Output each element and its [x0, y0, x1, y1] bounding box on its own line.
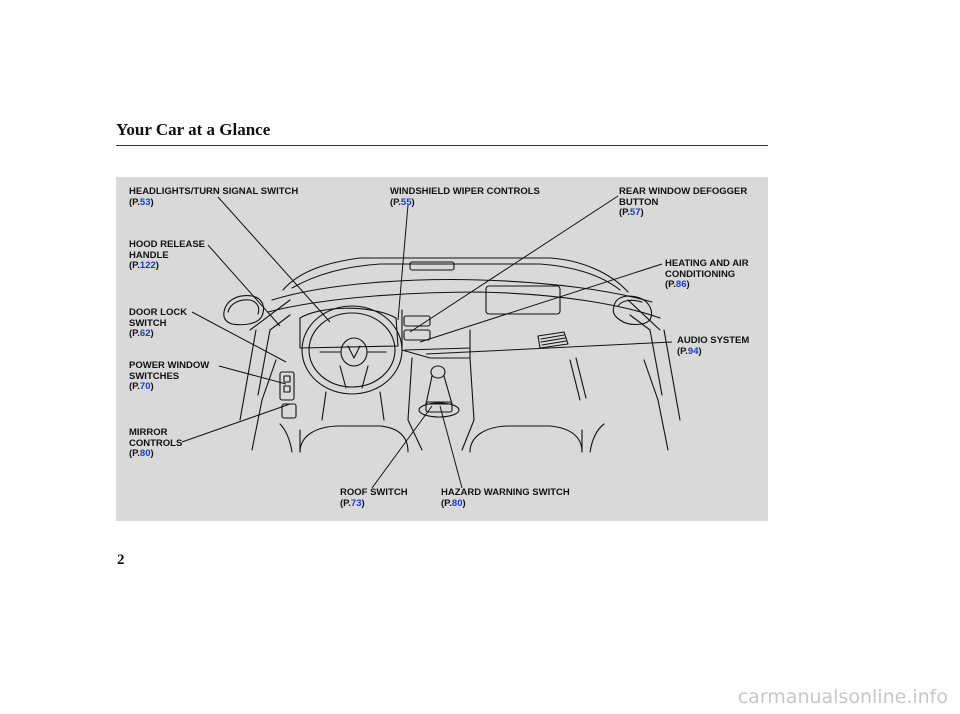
ref-prefix: (P.: [340, 498, 351, 509]
ref-prefix: (P.: [129, 448, 140, 459]
ref-suffix: ): [151, 197, 154, 208]
ref-prefix: (P.: [129, 381, 140, 392]
passenger-seat: [470, 426, 582, 452]
callout-hood-release: HOOD RELEASE HANDLE (P.122): [129, 240, 205, 272]
steering-wheel: [302, 306, 402, 394]
ref-suffix: ): [687, 279, 690, 290]
ref-prefix: (P.: [129, 328, 140, 339]
ref-suffix: ): [641, 207, 644, 218]
page-link-defogger[interactable]: 57: [630, 207, 641, 218]
callout-hood-label-1: HOOD RELEASE: [129, 240, 205, 251]
leader-door-lock: [192, 312, 286, 362]
page-number: 2: [117, 552, 125, 569]
ref-suffix: ): [156, 260, 159, 271]
page-link-roof[interactable]: 73: [351, 498, 362, 509]
callout-door-lock: DOOR LOCK SWITCH (P.62): [129, 308, 187, 340]
page-link-hazard[interactable]: 80: [452, 498, 463, 509]
callout-hazard: HAZARD WARNING SWITCH (P.80): [441, 488, 570, 509]
leader-hazard: [440, 406, 462, 488]
center-stack: [402, 310, 470, 358]
page-link-audio[interactable]: 94: [688, 346, 699, 357]
leader-roof: [372, 406, 432, 488]
callout-mirror: MIRROR CONTROLS (P.80): [129, 428, 182, 460]
page-link-hvac[interactable]: 86: [676, 279, 687, 290]
callout-hvac: HEATING AND AIR CONDITIONING (P.86): [665, 259, 749, 291]
ref-suffix: ): [151, 448, 154, 459]
callout-wiper: WINDSHIELD WIPER CONTROLS (P.55): [390, 187, 540, 208]
dashboard-top: [272, 280, 652, 302]
callout-power-window-label-1: POWER WINDOW: [129, 361, 209, 372]
ref-suffix: ): [362, 498, 365, 509]
callout-headlights: HEADLIGHTS/TURN SIGNAL SWITCH (P.53): [129, 187, 298, 208]
leader-hvac: [420, 264, 662, 342]
callout-audio: AUDIO SYSTEM (P.94): [677, 336, 749, 357]
leader-mirror: [182, 404, 290, 442]
page-link-mirror[interactable]: 80: [140, 448, 151, 459]
leader-power-window: [219, 366, 286, 384]
ref-prefix: (P.: [390, 197, 401, 208]
ref-prefix: (P.: [129, 260, 140, 271]
ref-prefix: (P.: [129, 197, 140, 208]
ref-prefix: (P.: [441, 498, 452, 509]
ref-suffix: ): [699, 346, 702, 357]
leader-wiper: [398, 205, 408, 320]
ref-suffix: ): [463, 498, 466, 509]
gear-shifter: [431, 366, 445, 378]
ref-prefix: (P.: [619, 207, 630, 218]
callout-defogger: REAR WINDOW DEFOGGER BUTTON (P.57): [619, 187, 747, 219]
callout-defogger-label-1: REAR WINDOW DEFOGGER: [619, 187, 747, 198]
ref-prefix: (P.: [677, 346, 688, 357]
page-link-headlights[interactable]: 53: [140, 197, 151, 208]
page-link-door-lock[interactable]: 62: [140, 328, 151, 339]
callout-hvac-label-1: HEATING AND AIR: [665, 259, 749, 270]
driver-seat: [300, 426, 408, 452]
page-link-power-window[interactable]: 70: [140, 381, 151, 392]
callout-mirror-label-1: MIRROR: [129, 428, 182, 439]
watermark: carmanualsonline.info: [738, 686, 948, 708]
rear-view-mirror: [410, 262, 454, 270]
ref-suffix: ): [151, 381, 154, 392]
callout-headlights-label: HEADLIGHTS/TURN SIGNAL SWITCH: [129, 187, 298, 198]
ref-prefix: (P.: [665, 279, 676, 290]
page-link-hood[interactable]: 122: [140, 260, 156, 271]
callout-roof: ROOF SWITCH (P.73): [340, 488, 408, 509]
callout-power-window: POWER WINDOW SWITCHES (P.70): [129, 361, 209, 393]
page-link-wiper[interactable]: 55: [401, 197, 412, 208]
ref-suffix: ): [412, 197, 415, 208]
ref-suffix: ): [151, 328, 154, 339]
leader-hood: [208, 245, 280, 326]
callout-door-lock-label-1: DOOR LOCK: [129, 308, 187, 319]
